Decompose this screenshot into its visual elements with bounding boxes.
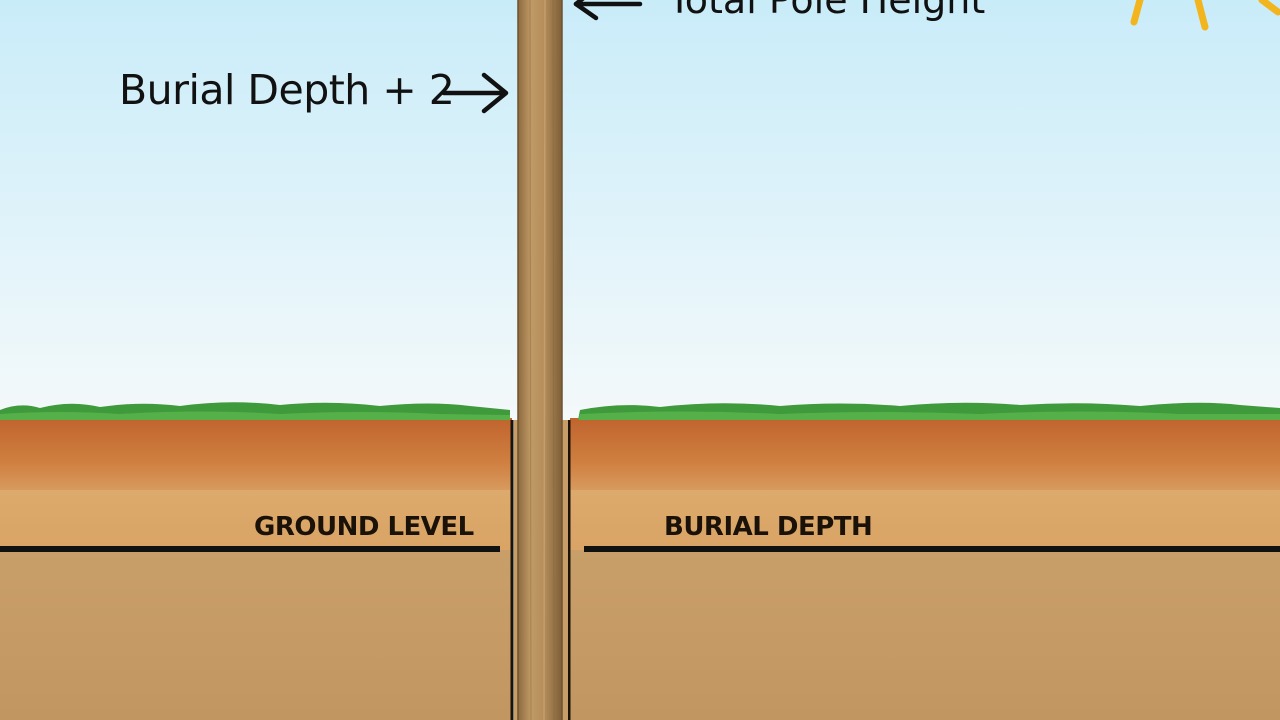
- arrow-left-icon: [573, 0, 643, 21]
- burial-depth-label: BURIAL DEPTH: [664, 512, 873, 542]
- burial-depth-plus-2-label: Burial Depth + 2: [119, 66, 455, 114]
- pole: [517, 0, 563, 720]
- ground-left: [0, 402, 512, 720]
- arrow-right-icon: [441, 72, 509, 114]
- ground-right: [570, 402, 1280, 720]
- sun-icon: [1130, 0, 1280, 31]
- sky: [0, 0, 1280, 420]
- ground-level-label: GROUND LEVEL: [254, 512, 474, 542]
- total-pole-height-label: Total Pole Height: [668, 0, 986, 22]
